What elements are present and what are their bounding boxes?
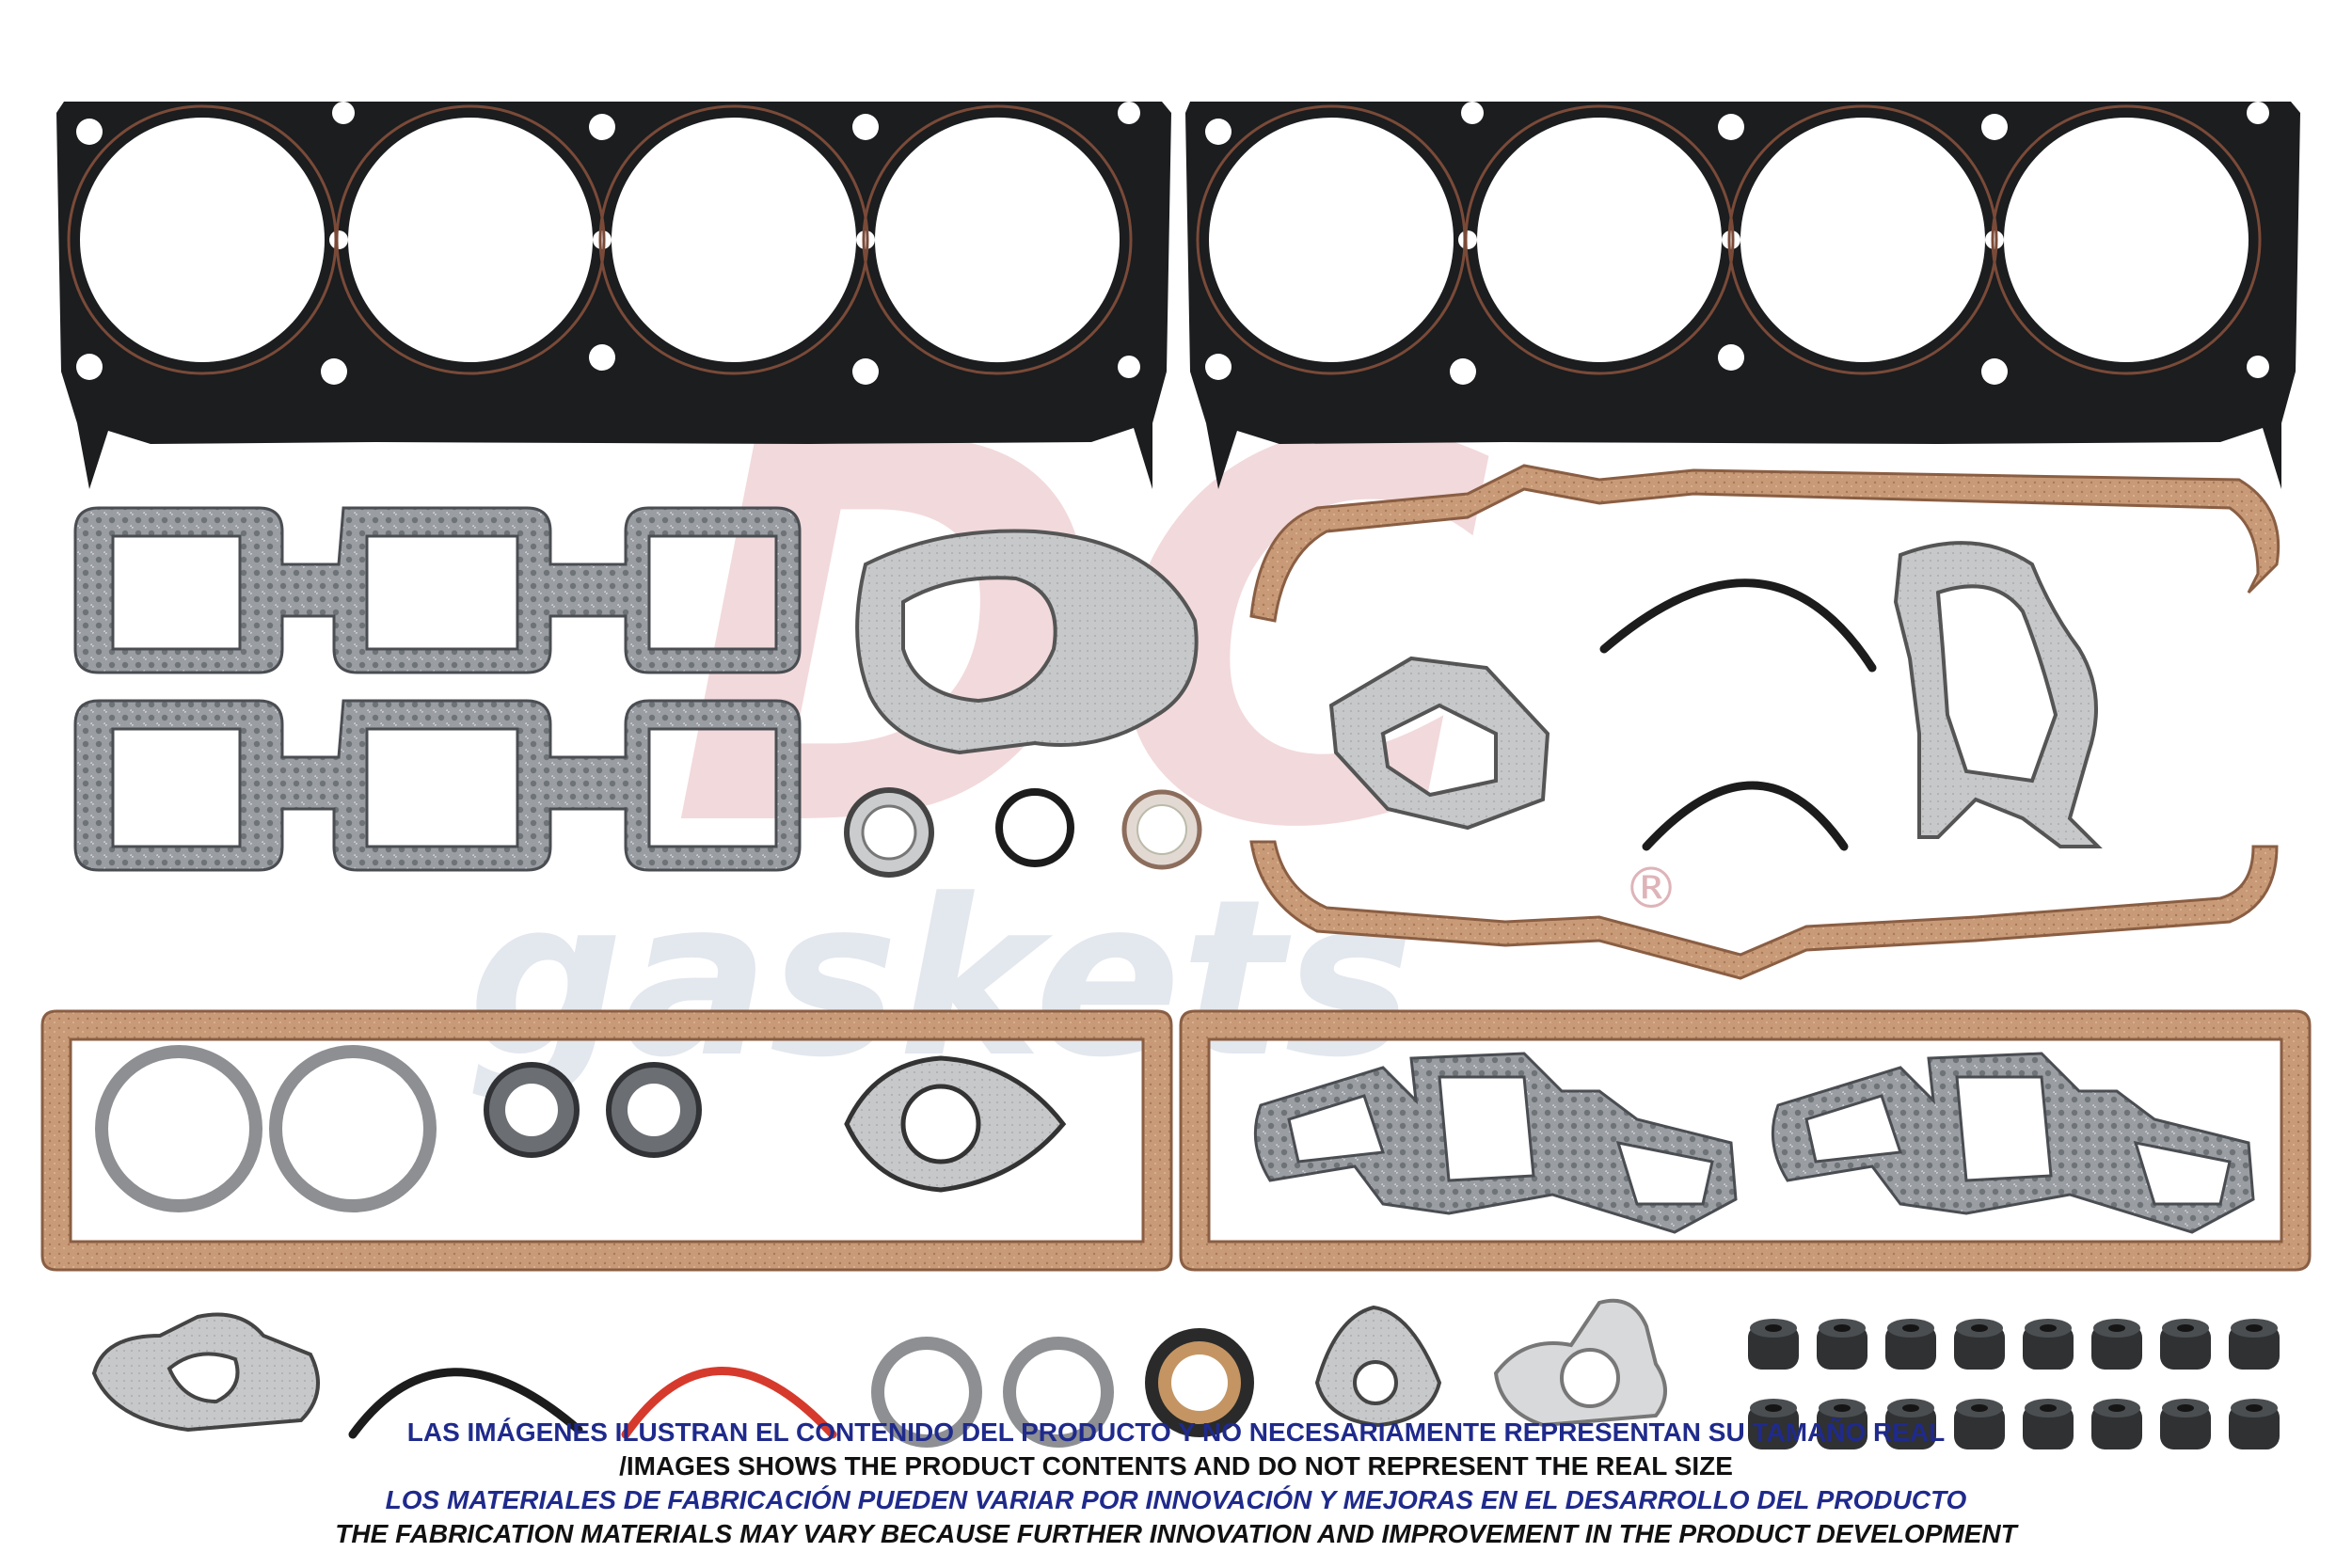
egr-valve-gasket	[844, 1055, 1067, 1193]
valve-stem-seal	[1817, 1399, 1867, 1449]
exhaust-port-ring-2	[269, 1045, 437, 1212]
exhaust-ring-small-2	[1003, 1337, 1114, 1448]
thermostat-housing-gasket	[1328, 656, 1550, 831]
small-oring-1	[995, 788, 1074, 867]
head-gasket-right	[1185, 102, 2300, 489]
timing-cover-gasket	[1893, 541, 2103, 848]
valve-stem-seal	[1954, 1399, 2005, 1449]
rear-main-seal-bottom	[348, 1368, 583, 1439]
small-seal-ring-1	[844, 787, 934, 878]
crankshaft-oil-seal	[1145, 1328, 1254, 1437]
exhaust-manifold-gasket-top	[73, 506, 802, 674]
small-seal-ring-2	[1121, 789, 1202, 870]
front-cover-seal-red	[621, 1367, 837, 1439]
rear-main-seal-arc-top	[1599, 578, 1877, 673]
exhaust-donut-seal-1	[484, 1062, 580, 1158]
valve-cover-gasket-left	[40, 1009, 1173, 1272]
valve-stem-seal	[2229, 1319, 2280, 1370]
valve-stem-seal	[1748, 1399, 1799, 1449]
head-gasket-left	[56, 102, 1171, 489]
fuel-pump-gasket	[1314, 1305, 1442, 1428]
exhaust-donut-seal-2	[606, 1062, 702, 1158]
valve-stem-seal	[1748, 1319, 1799, 1370]
valve-stem-seal	[2091, 1399, 2142, 1449]
intake-manifold-gasket-left	[1253, 1052, 1738, 1234]
valve-stem-seal	[1954, 1319, 2005, 1370]
valve-stem-seal	[2229, 1399, 2280, 1449]
valve-stem-seal	[2091, 1319, 2142, 1370]
valve-cover-gasket-right	[1179, 1009, 2312, 1272]
valve-stem-seal	[2023, 1399, 2074, 1449]
oil-pan-gasket-top-rail	[1249, 464, 2280, 623]
valve-stem-seal	[2160, 1399, 2211, 1449]
water-pump-gasket	[855, 529, 1199, 755]
oil-pump-gasket	[91, 1312, 320, 1433]
distributor-gasket	[1493, 1298, 1667, 1428]
oil-pan-gasket-bottom-rail	[1249, 840, 2279, 980]
valve-stem-seal	[1885, 1399, 1936, 1449]
rear-main-seal-arc-bottom	[1642, 781, 1849, 851]
exhaust-ring-small-1	[871, 1337, 982, 1448]
valve-stem-seal	[2023, 1319, 2074, 1370]
exhaust-manifold-gasket-bottom	[73, 699, 802, 872]
exhaust-port-ring-1	[95, 1045, 262, 1212]
registered-mark: ®	[1623, 856, 1679, 922]
valve-stem-seal	[2160, 1319, 2211, 1370]
intake-manifold-gasket-right	[1771, 1052, 2255, 1234]
valve-stem-seal	[1817, 1319, 1867, 1370]
valve-stem-seal	[1885, 1319, 1936, 1370]
valve-stem-seals-group	[1748, 1319, 2280, 1449]
